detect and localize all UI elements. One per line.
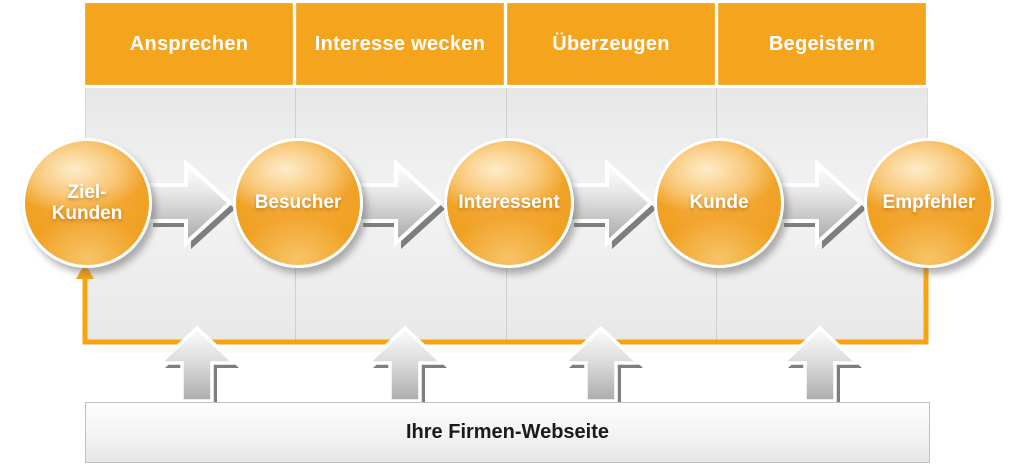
stage-label: Interesse wecken xyxy=(314,32,486,55)
funnel-node-besucher: Besucher xyxy=(233,138,363,268)
funnel-node-ziel-kunden: Ziel- Kunden xyxy=(22,138,152,268)
website-box-label: Ihre Firmen-Webseite xyxy=(405,421,610,443)
stage-header-row: Ansprechen Interesse wecken Überzeugen B… xyxy=(85,3,926,85)
funnel-node-label: Ziel- Kunden xyxy=(51,181,123,224)
stage-label: Begeistern xyxy=(768,32,876,55)
website-input-up-arrow-icon xyxy=(559,325,643,406)
website-input-up-arrow-icon xyxy=(155,325,239,406)
funnel-node-label: Interessent xyxy=(458,192,560,214)
flow-right-arrow-icon xyxy=(777,158,866,249)
stage-label: Ansprechen xyxy=(129,32,249,55)
stage-begeistern: Begeistern xyxy=(718,3,926,85)
stage-ansprechen: Ansprechen xyxy=(85,3,293,85)
funnel-node-label: Besucher xyxy=(254,192,342,214)
funnel-node-interessent: Interessent xyxy=(444,138,574,268)
website-input-up-arrow-icon xyxy=(363,325,447,406)
stage-ueberzeugen: Überzeugen xyxy=(507,3,715,85)
funnel-node-empfehler: Empfehler xyxy=(864,138,994,268)
flow-right-arrow-icon xyxy=(356,158,445,249)
stage-interesse-wecken: Interesse wecken xyxy=(296,3,504,85)
funnel-node-label: Kunde xyxy=(689,192,749,214)
flow-right-arrow-icon xyxy=(567,158,656,249)
stage-label: Überzeugen xyxy=(552,32,670,55)
flow-right-arrow-icon xyxy=(146,158,235,249)
website-box: Ihre Firmen-Webseite xyxy=(85,402,930,463)
funnel-node-kunde: Kunde xyxy=(654,138,784,268)
funnel-node-label: Empfehler xyxy=(882,192,976,214)
website-input-up-arrow-icon xyxy=(778,325,862,406)
